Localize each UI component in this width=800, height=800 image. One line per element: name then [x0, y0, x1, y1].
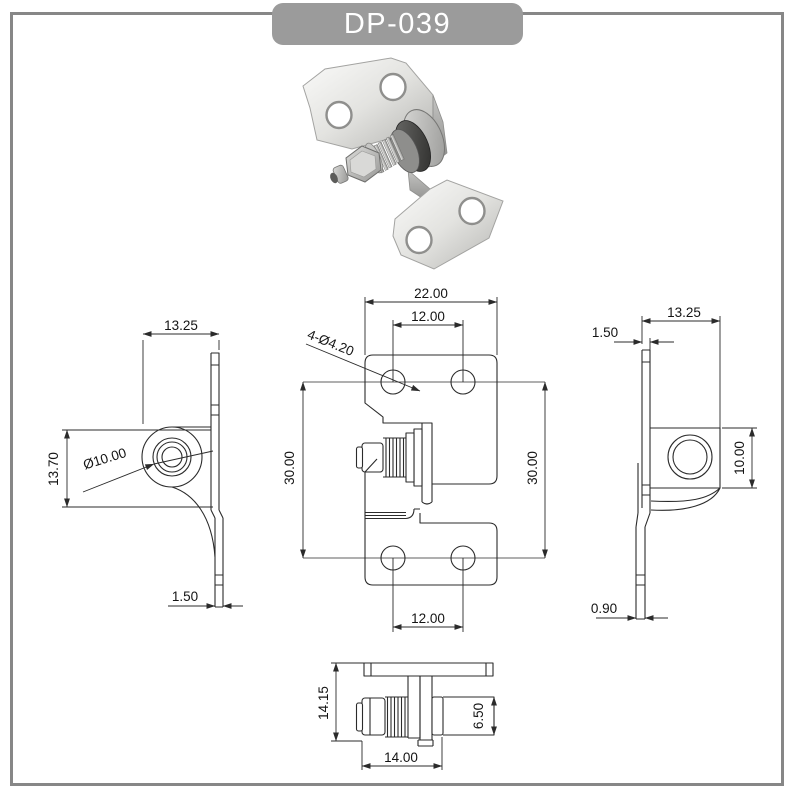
left-view-part-outline [62, 352, 224, 608]
view-side-right: 13.25 1.50 10.00 0.90 [591, 305, 757, 621]
dim-right-width-label: 13.25 [667, 305, 701, 320]
right-view-part-outline [635, 349, 721, 620]
dim-bottom-overall-height-label: 14.15 [316, 686, 331, 720]
front-view-part-outline [355, 354, 498, 586]
view-bottom: 14.15 6.50 14.00 [316, 662, 497, 770]
dim-left-boss-height-label: 13.70 [46, 452, 61, 486]
dim-front-hole-pitch-top-label: 12.00 [411, 309, 445, 324]
photo-lower-bracket [392, 169, 504, 270]
dim-bottom-shaft-height-label: 6.50 [471, 703, 486, 729]
dim-left-bore-label: Ø10.00 [81, 445, 128, 472]
dim-front-hole-pitch-bottom-label: 12.00 [411, 611, 445, 626]
photo-pivot-assembly [330, 109, 445, 184]
dim-left-thickness-label: 1.50 [172, 589, 198, 604]
dim-right-thickness-top-label: 1.50 [592, 325, 618, 340]
part-number-badge: DP-039 [272, 3, 523, 45]
bottom-view-part-outline [355, 662, 495, 747]
product-photo [302, 57, 504, 270]
view-side-left: 13.25 13.70 Ø10.00 1.50 [46, 318, 243, 609]
dim-front-height-left-label: 30.00 [282, 451, 297, 485]
dim-left-width-label: 13.25 [164, 318, 198, 333]
left-view-dimensions: 13.25 13.70 Ø10.00 1.50 [46, 318, 243, 609]
dim-front-overall-width-label: 22.00 [414, 286, 448, 301]
dim-bottom-assembly-width-label: 14.00 [384, 750, 418, 765]
dim-front-height-right-label: 30.00 [525, 451, 540, 485]
part-number: DP-039 [343, 8, 452, 40]
dim-right-boss-height-label: 10.00 [732, 441, 747, 475]
dim-right-thickness-bottom-label: 0.90 [591, 601, 617, 616]
bottom-view-dimensions: 14.15 6.50 14.00 [316, 662, 497, 770]
right-view-dimensions: 13.25 1.50 10.00 0.90 [591, 305, 757, 621]
view-front: 22.00 12.00 4-Ø4.20 30.00 30.00 12.00 [282, 286, 548, 632]
photo-hex-nut [345, 145, 382, 183]
